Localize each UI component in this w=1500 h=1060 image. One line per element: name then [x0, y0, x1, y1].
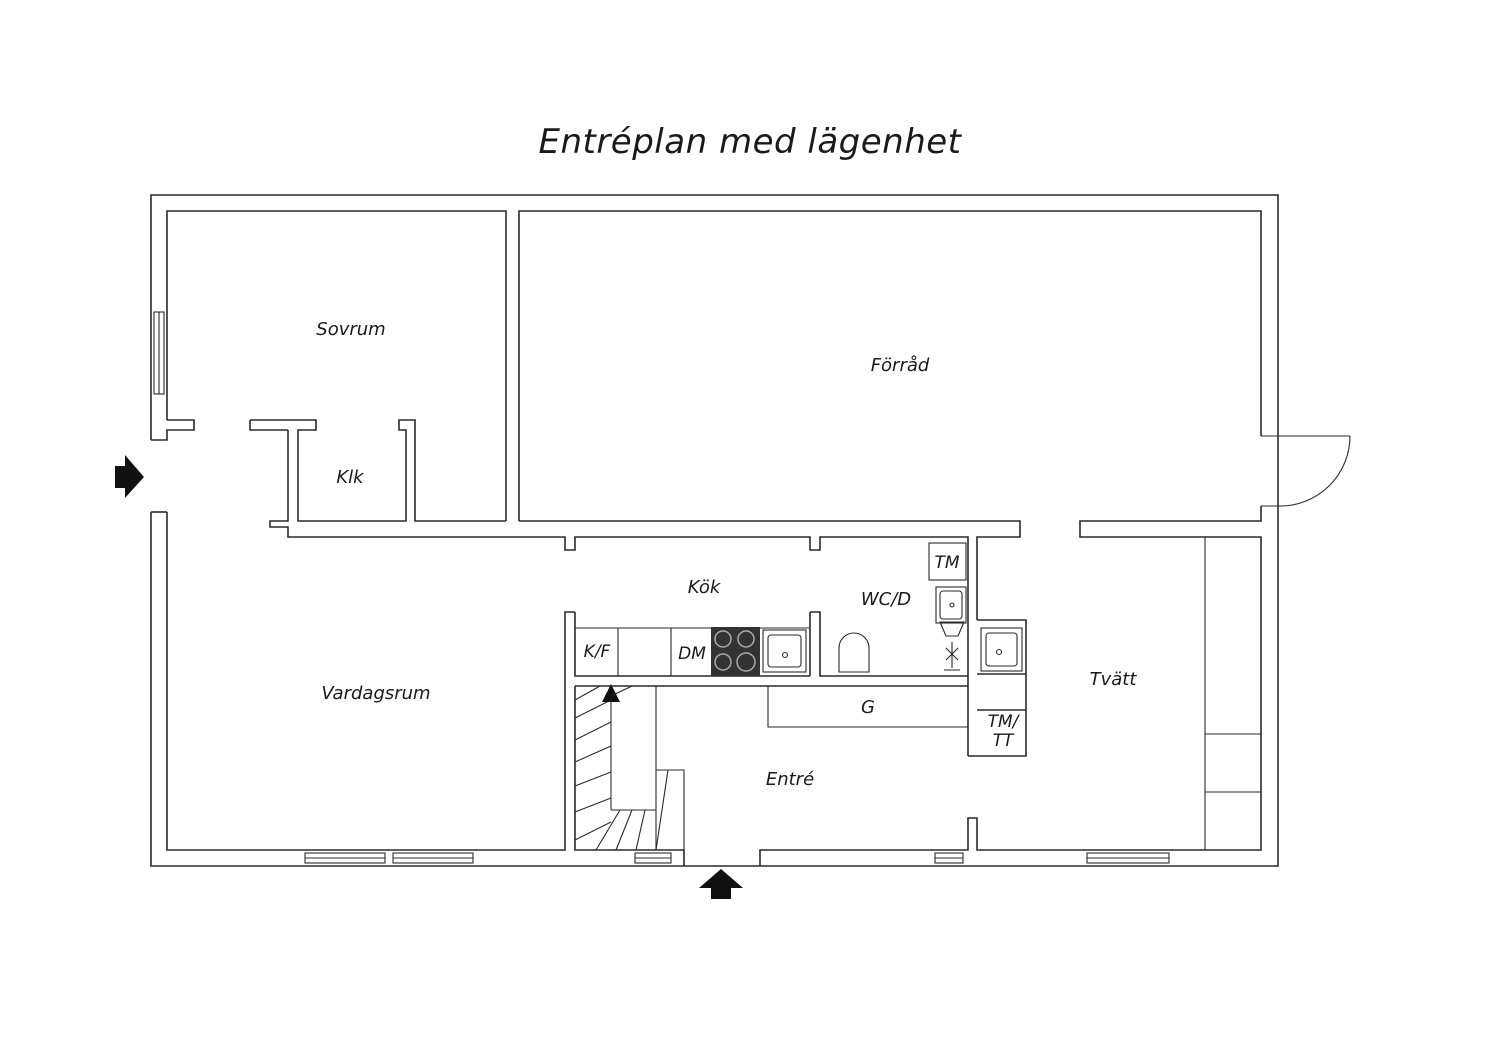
label-tmtt-line2: TT: [993, 731, 1015, 751]
label-klk: Klk: [336, 467, 365, 488]
label-wcd: WC/D: [861, 589, 911, 610]
label-kok: Kök: [688, 577, 722, 598]
page-title: Entréplan med lägenhet: [538, 122, 962, 162]
label-tm: TM: [934, 553, 959, 573]
label-vardagsrum: Vardagsrum: [321, 683, 430, 704]
stair-arrow-icon: [602, 684, 620, 702]
kitchen-counter: [575, 627, 810, 676]
interior-walls: [249, 419, 1027, 757]
arrow-right-icon: [115, 455, 144, 498]
label-forrad: Förråd: [871, 355, 930, 376]
g-counter: [767, 686, 968, 728]
tm-cabinet: [928, 542, 967, 581]
windows: [153, 311, 1170, 864]
door-forrad: [1261, 435, 1351, 507]
label-entre: Entré: [766, 769, 814, 790]
shower: [944, 642, 960, 671]
outer-walls: [150, 194, 1279, 867]
toilet: [838, 632, 870, 673]
label-g: G: [861, 697, 875, 718]
laundry-fixtures: [980, 537, 1261, 850]
kitchen-sink: [762, 629, 807, 673]
label-sovrum: Sovrum: [316, 319, 385, 340]
arrow-up-icon: [699, 869, 743, 899]
laundry-sink: [980, 627, 1023, 672]
wc-fixtures: [838, 542, 967, 673]
label-kf: K/F: [584, 642, 611, 662]
label-tmtt-line1: TM/: [988, 712, 1021, 732]
label-tvatt: Tvätt: [1090, 669, 1138, 690]
staircase: [574, 684, 685, 851]
stove: [711, 627, 760, 676]
label-dm: DM: [678, 644, 706, 664]
